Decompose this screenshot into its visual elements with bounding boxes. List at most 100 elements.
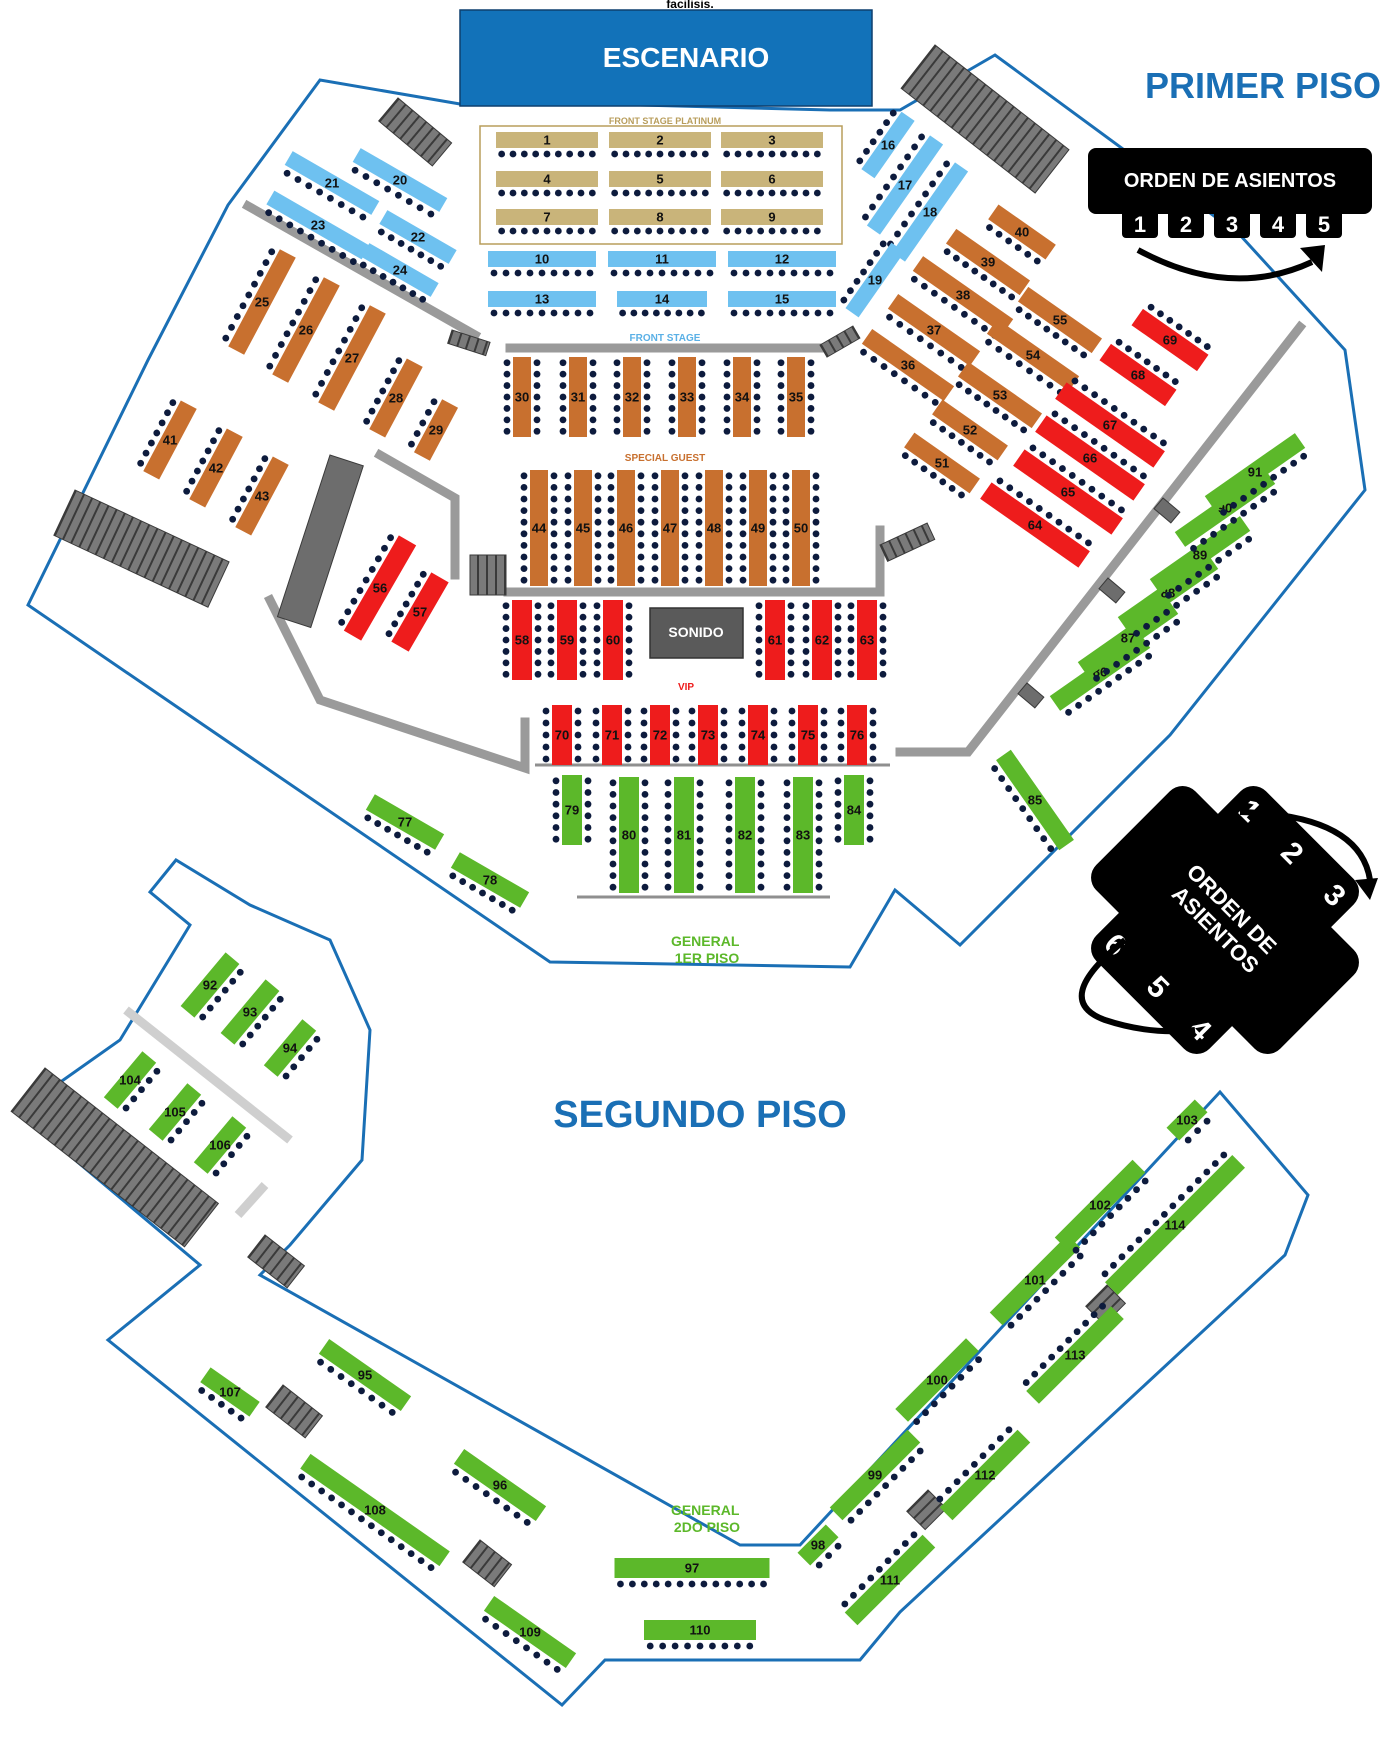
seat[interactable] <box>1060 337 1069 346</box>
seat[interactable] <box>641 814 649 822</box>
table-82-top[interactable] <box>735 777 755 893</box>
seat[interactable] <box>316 1357 325 1366</box>
seat[interactable] <box>609 860 617 868</box>
table-20[interactable]: 20 <box>348 146 448 220</box>
seat[interactable] <box>204 446 213 455</box>
seat[interactable] <box>1015 490 1024 499</box>
seat[interactable] <box>757 189 765 197</box>
seat[interactable] <box>815 849 823 856</box>
seat[interactable] <box>526 269 534 277</box>
seat[interactable] <box>1072 1327 1082 1337</box>
seat[interactable] <box>1032 824 1041 833</box>
seat[interactable] <box>326 194 335 203</box>
seat[interactable] <box>847 670 855 678</box>
seat[interactable] <box>695 530 703 538</box>
seat[interactable] <box>755 602 763 610</box>
seat[interactable] <box>864 1498 874 1508</box>
seat[interactable] <box>584 835 592 843</box>
seat[interactable] <box>550 269 558 277</box>
seat[interactable] <box>1084 538 1093 547</box>
seat[interactable] <box>377 227 386 236</box>
seat[interactable] <box>757 872 765 879</box>
seat[interactable] <box>607 507 615 515</box>
seat[interactable] <box>584 789 592 796</box>
seat[interactable] <box>812 495 820 503</box>
seat[interactable] <box>672 743 680 751</box>
seat[interactable] <box>1124 344 1133 353</box>
seat[interactable] <box>564 507 572 515</box>
seat[interactable] <box>820 743 828 751</box>
seat[interactable] <box>1098 1301 1108 1311</box>
seat[interactable] <box>730 309 738 317</box>
seat[interactable] <box>769 495 777 503</box>
seat[interactable] <box>334 346 343 355</box>
seat[interactable] <box>640 755 648 763</box>
seat[interactable] <box>676 1580 684 1588</box>
table-76-top[interactable] <box>847 705 867 765</box>
seat[interactable] <box>681 495 689 503</box>
seat[interactable] <box>875 1565 885 1575</box>
seat[interactable] <box>1024 1303 1034 1313</box>
seat[interactable] <box>990 764 999 773</box>
seat[interactable] <box>562 309 570 317</box>
table-11[interactable]: 11 <box>608 251 716 277</box>
seat[interactable] <box>637 530 645 538</box>
seat[interactable] <box>778 269 786 277</box>
seat[interactable] <box>782 576 790 584</box>
seat[interactable] <box>534 602 542 610</box>
seat[interactable] <box>526 309 534 317</box>
seat[interactable] <box>367 1521 376 1530</box>
table-83[interactable]: 83 <box>783 777 823 893</box>
seat[interactable] <box>1122 653 1131 662</box>
seat[interactable] <box>416 250 425 259</box>
seat[interactable] <box>910 275 919 284</box>
seat[interactable] <box>625 636 633 644</box>
seat[interactable] <box>733 1642 741 1650</box>
seat[interactable] <box>640 1580 648 1588</box>
seat[interactable] <box>559 427 567 435</box>
seat[interactable] <box>834 800 842 808</box>
seat[interactable] <box>725 779 733 787</box>
seat[interactable] <box>777 427 785 435</box>
seat[interactable] <box>1102 667 1111 676</box>
seat[interactable] <box>1194 1176 1204 1186</box>
table-67-top[interactable] <box>1055 382 1165 468</box>
seat[interactable] <box>788 743 796 751</box>
seat[interactable] <box>1114 1202 1124 1212</box>
table-106[interactable]: 106 <box>191 1114 254 1180</box>
seat[interactable] <box>698 405 706 412</box>
seat[interactable] <box>1070 376 1079 385</box>
table-49-top[interactable] <box>749 470 767 586</box>
seat[interactable] <box>468 883 477 892</box>
seat[interactable] <box>679 150 687 158</box>
seat[interactable] <box>1165 316 1174 325</box>
table-34[interactable]: 34 <box>723 357 761 437</box>
seat[interactable] <box>814 269 822 277</box>
seat[interactable] <box>859 267 868 276</box>
seat[interactable] <box>802 189 810 197</box>
seat[interactable] <box>779 227 787 235</box>
seat[interactable] <box>813 150 821 158</box>
seat[interactable] <box>522 1518 531 1527</box>
seat[interactable] <box>730 269 738 277</box>
seat[interactable] <box>550 507 558 515</box>
seat[interactable] <box>361 575 370 584</box>
seat[interactable] <box>815 872 823 879</box>
seat[interactable] <box>1168 1201 1178 1211</box>
seat[interactable] <box>866 777 874 785</box>
seat[interactable] <box>588 150 596 158</box>
seat[interactable] <box>1109 450 1118 459</box>
seat[interactable] <box>725 472 733 480</box>
seat[interactable] <box>807 405 815 412</box>
seat[interactable] <box>625 625 633 632</box>
seat[interactable] <box>163 408 172 417</box>
seat[interactable] <box>646 1642 654 1650</box>
seat[interactable] <box>723 416 731 424</box>
table-61-top[interactable] <box>765 600 785 680</box>
table-92[interactable]: 92 <box>180 952 247 1024</box>
seat[interactable] <box>268 1003 278 1013</box>
seat[interactable] <box>564 472 572 480</box>
table-2[interactable]: 2 <box>609 132 711 158</box>
seat[interactable] <box>1070 423 1079 432</box>
seat[interactable] <box>783 779 791 787</box>
